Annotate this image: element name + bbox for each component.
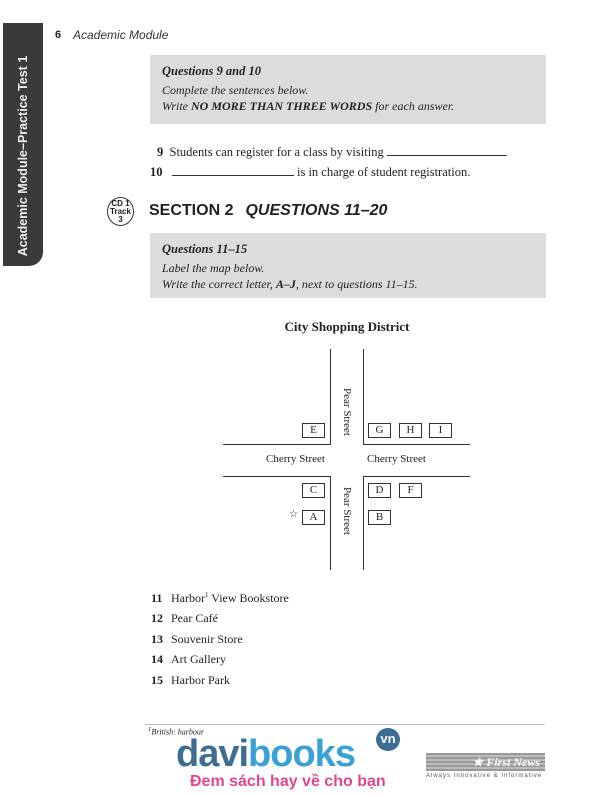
star-icon: ★: [472, 755, 487, 769]
first-news-tagline: Always Innovative & Informative: [426, 773, 543, 779]
road-edge: [223, 444, 331, 445]
box-line: Label the map below.: [162, 261, 265, 275]
road-edge: [223, 476, 331, 477]
answer-blank[interactable]: [386, 146, 507, 156]
davibooks-logo: davibooks: [176, 733, 356, 775]
page-number: 6: [55, 29, 62, 41]
street-label-pear-upper: Pear Street: [341, 388, 353, 436]
box-heading: Questions 11–15: [162, 242, 248, 256]
box-line: Complete the sentences below.: [162, 83, 309, 97]
footnote: 1British: harbour: [148, 726, 204, 737]
map-title: City Shopping District: [284, 319, 410, 334]
first-news-logo: ★ First News: [426, 753, 545, 771]
map-location-h: H: [399, 423, 422, 438]
road-edge: [363, 349, 364, 445]
question-10: 10 is in charge of student registration.: [150, 165, 471, 179]
map-location-a: A: [302, 510, 325, 525]
instructions-box-11-15: Questions 11–15 Label the map below. Wri…: [150, 233, 546, 298]
map-location-c: C: [302, 483, 325, 498]
box-line: Write NO MORE THAN THREE WORDS for each …: [162, 99, 455, 113]
street-label-pear-lower: Pear Street: [341, 487, 353, 535]
sidebar-tab-label: Academic Module–Practice Test 1: [16, 55, 30, 257]
map-location-i: I: [429, 423, 452, 438]
map-location-b: B: [368, 510, 391, 525]
road-edge: [330, 476, 331, 570]
road-edge: [363, 476, 470, 477]
map-location-f: F: [399, 483, 422, 498]
map-location-g: G: [368, 423, 391, 438]
street-label-cherry-left: Cherry Street: [266, 453, 325, 465]
sidebar-tab: Academic Module–Practice Test 1: [3, 23, 43, 266]
street-label-cherry-right: Cherry Street: [367, 453, 426, 465]
answer-blank[interactable]: [171, 166, 294, 176]
footnote-divider: [145, 724, 545, 725]
vn-badge: vn: [376, 728, 400, 751]
road-edge: [363, 476, 364, 570]
question-9: 9 Students can register for a class by v…: [157, 145, 507, 160]
road-edge: [330, 349, 331, 445]
watermark-slogan: Đem sách hay về cho bạn: [190, 773, 386, 790]
running-header: Academic Module: [73, 28, 169, 42]
instructions-box-9-10: Questions 9 and 10 Complete the sentence…: [150, 55, 546, 124]
map-location-e: E: [302, 423, 325, 438]
road-edge: [363, 444, 470, 445]
box-heading: Questions 9 and 10: [162, 64, 261, 78]
box-line: Write the correct letter, A–J, next to q…: [162, 277, 418, 291]
star-icon: ☆: [289, 509, 298, 520]
map-location-d: D: [368, 483, 391, 498]
